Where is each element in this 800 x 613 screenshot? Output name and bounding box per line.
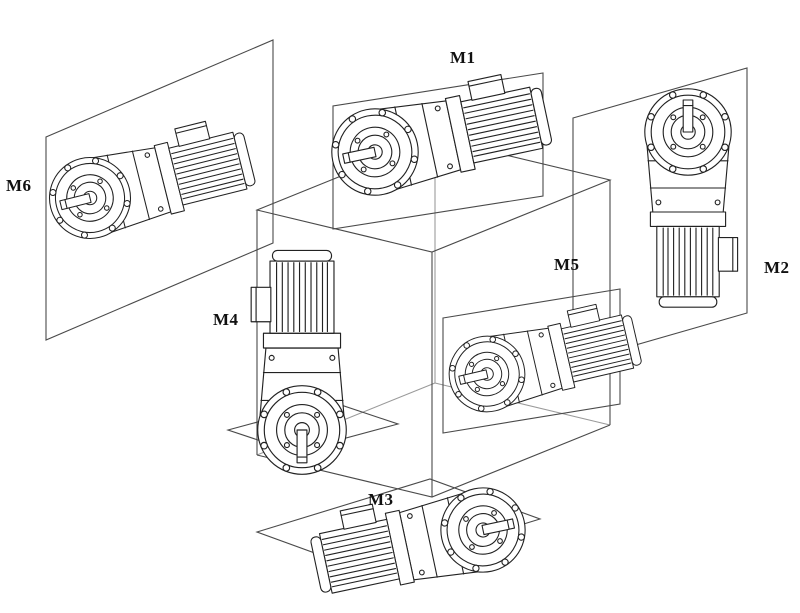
mounting-plane-m2 [572,67,748,364]
mounting-plane-m6 [45,39,274,341]
gearmotor-m6 [38,112,260,248]
label-m3: M3 [368,490,394,509]
gearmotor-m1 [321,66,556,204]
gearmotor-m5 [439,296,646,420]
gearmotor-m2 [644,88,739,308]
mounting-plane-m5 [442,288,621,434]
label-m2: M2 [764,258,790,277]
label-m1: M1 [450,48,476,67]
label-m4: M4 [213,310,239,329]
label-m6: M6 [6,176,32,195]
label-m5: M5 [554,255,580,274]
gearmotor-m4 [250,249,347,475]
